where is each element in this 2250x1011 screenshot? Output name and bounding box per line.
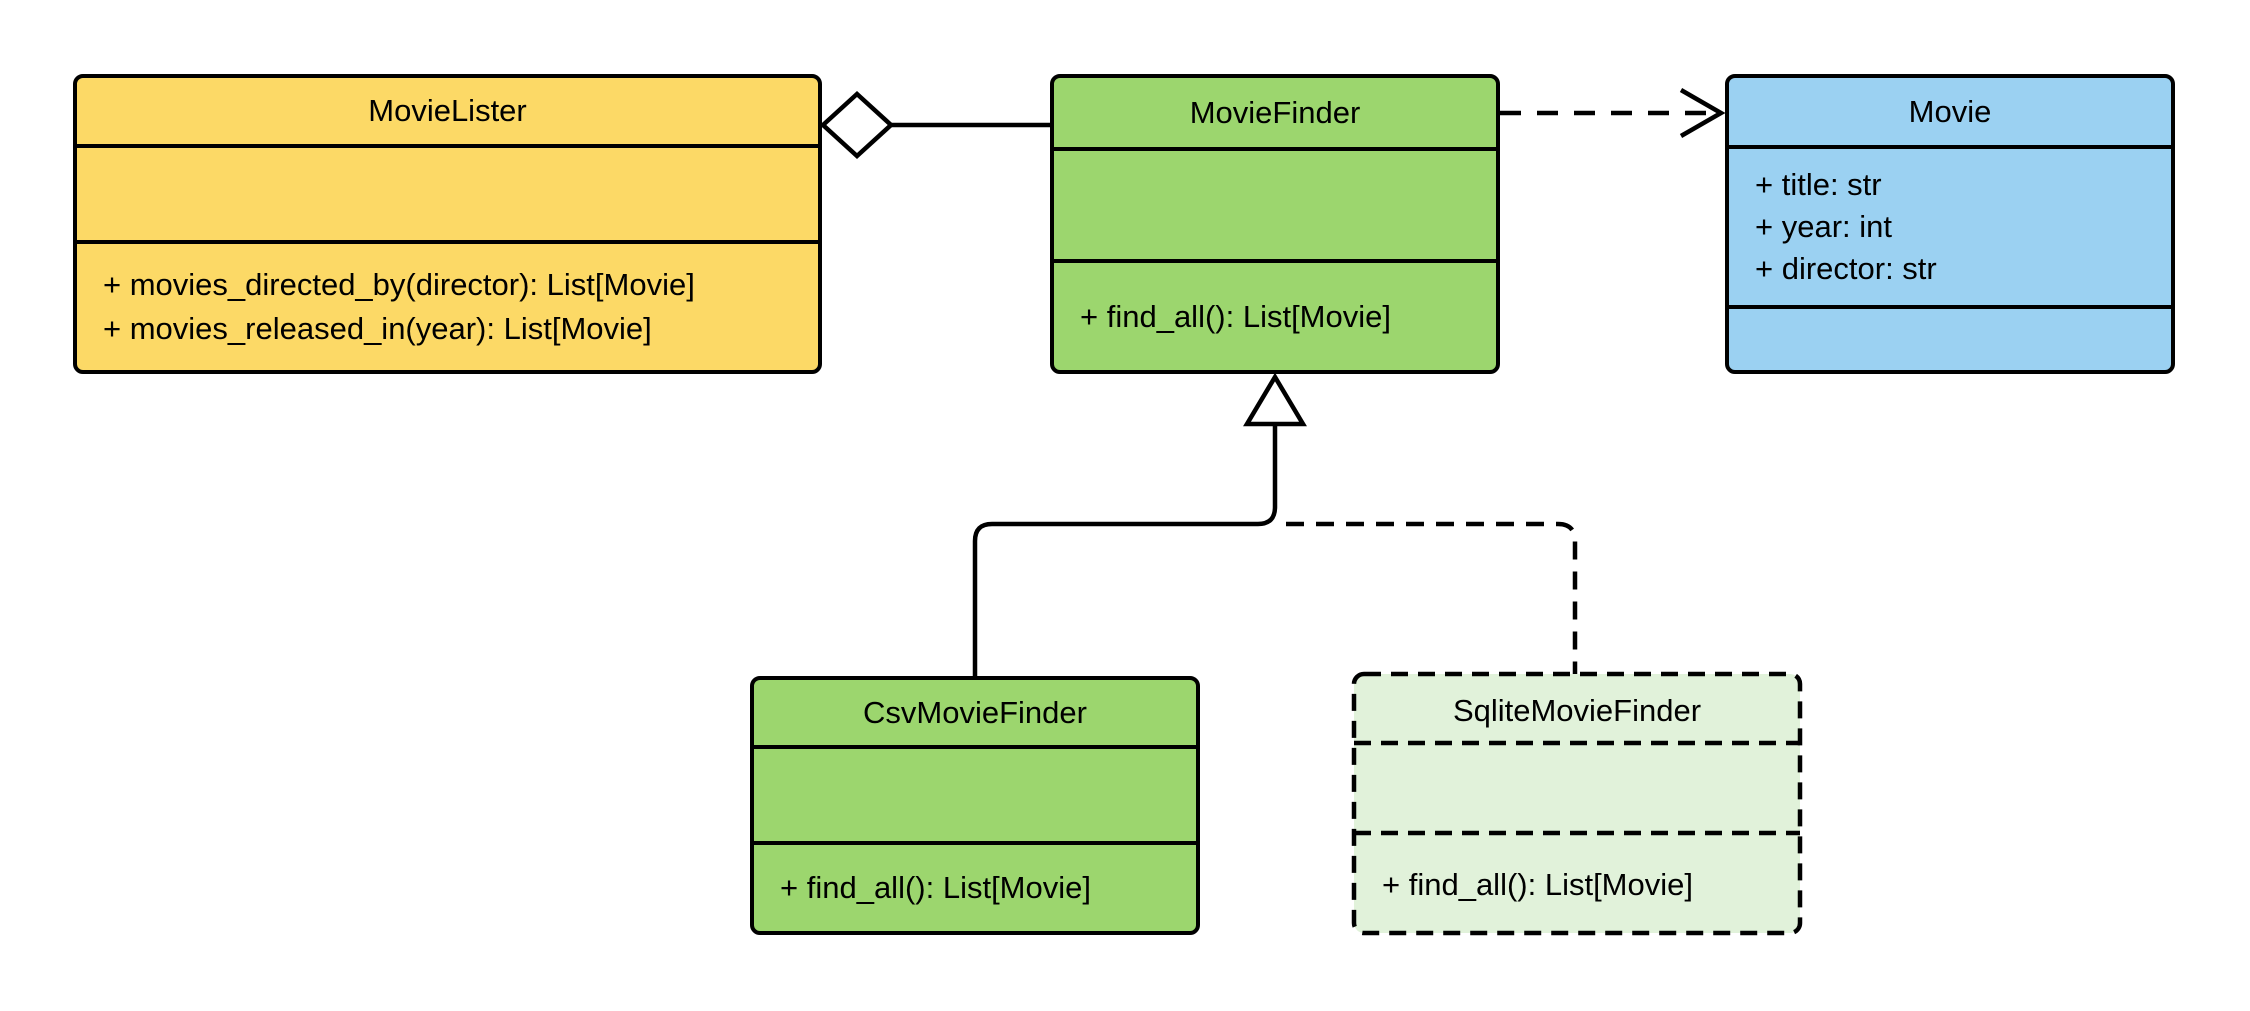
class-sqlitemoviefinder-title: SqliteMovieFinder: [1452, 692, 1702, 728]
attribute-line: + year: int: [1755, 209, 1892, 244]
class-csvmoviefinder-title: CsvMovieFinder: [863, 694, 1087, 730]
class-moviefinder-title: MovieFinder: [1189, 94, 1361, 130]
method-line: + find_all(): List[Movie]: [1080, 298, 1391, 334]
method-line: + movies_released_in(year): List[Movie]: [103, 311, 652, 346]
sqlitemoviefinder-dashed-frame: [1351, 671, 1803, 936]
dependency-open-arrowhead-icon: [1679, 88, 1726, 138]
class-movielister-attributes: [77, 144, 818, 240]
generalization-edges: [972, 372, 1578, 678]
sqlitemoviefinder-rect: [1351, 671, 1803, 936]
class-movie-title: Movie: [1908, 93, 1992, 129]
class-sqlitemoviefinder-methods: + find_all(): List[Movie]: [1356, 835, 1798, 931]
class-movielister-title: MovieLister: [368, 93, 527, 128]
class-movielister-methods: + movies_directed_by(director): List[Mov…: [77, 240, 818, 370]
class-movielister: MovieLister + movies_directed_by(directo…: [73, 74, 822, 374]
class-moviefinder-methods: + find_all(): List[Movie]: [1054, 259, 1496, 370]
generalization-solid-branch-csv: [972, 423, 1278, 678]
aggregation-diamond-icon: [819, 90, 895, 160]
attribute-line: + title: str: [1755, 167, 1882, 202]
method-line: + find_all(): List[Movie]: [1382, 867, 1693, 902]
method-line: + movies_directed_by(director): List[Mov…: [103, 267, 695, 302]
class-moviefinder: MovieFinder + find_all(): List[Movie]: [1050, 74, 1500, 374]
class-csvmoviefinder-methods: + find_all(): List[Movie]: [754, 841, 1196, 931]
attribute-line: + director: str: [1755, 251, 1937, 286]
generalization-dashed-branch-sqlite: [1286, 521, 1578, 674]
class-movie: Movie + title: str + year: int + directo…: [1725, 74, 2175, 374]
class-sqlitemoviefinder-attributes: [1356, 745, 1798, 835]
class-csvmoviefinder: CsvMovieFinder + find_all(): List[Movie]: [750, 676, 1200, 935]
class-csvmoviefinder-attributes: [754, 745, 1196, 841]
class-moviefinder-attributes: [1054, 147, 1496, 259]
dependency-edge: [1500, 88, 1726, 138]
class-sqlitemoviefinder: SqliteMovieFinder + find_all(): List[Mov…: [1352, 672, 1802, 935]
aggregation-edge: [819, 90, 1052, 160]
class-movie-methods: [1729, 305, 2171, 370]
generalization-hollow-triangle-icon: [1243, 372, 1307, 427]
method-line: + find_all(): List[Movie]: [780, 870, 1091, 905]
class-movie-attributes: + title: str + year: int + director: str: [1729, 145, 2171, 305]
